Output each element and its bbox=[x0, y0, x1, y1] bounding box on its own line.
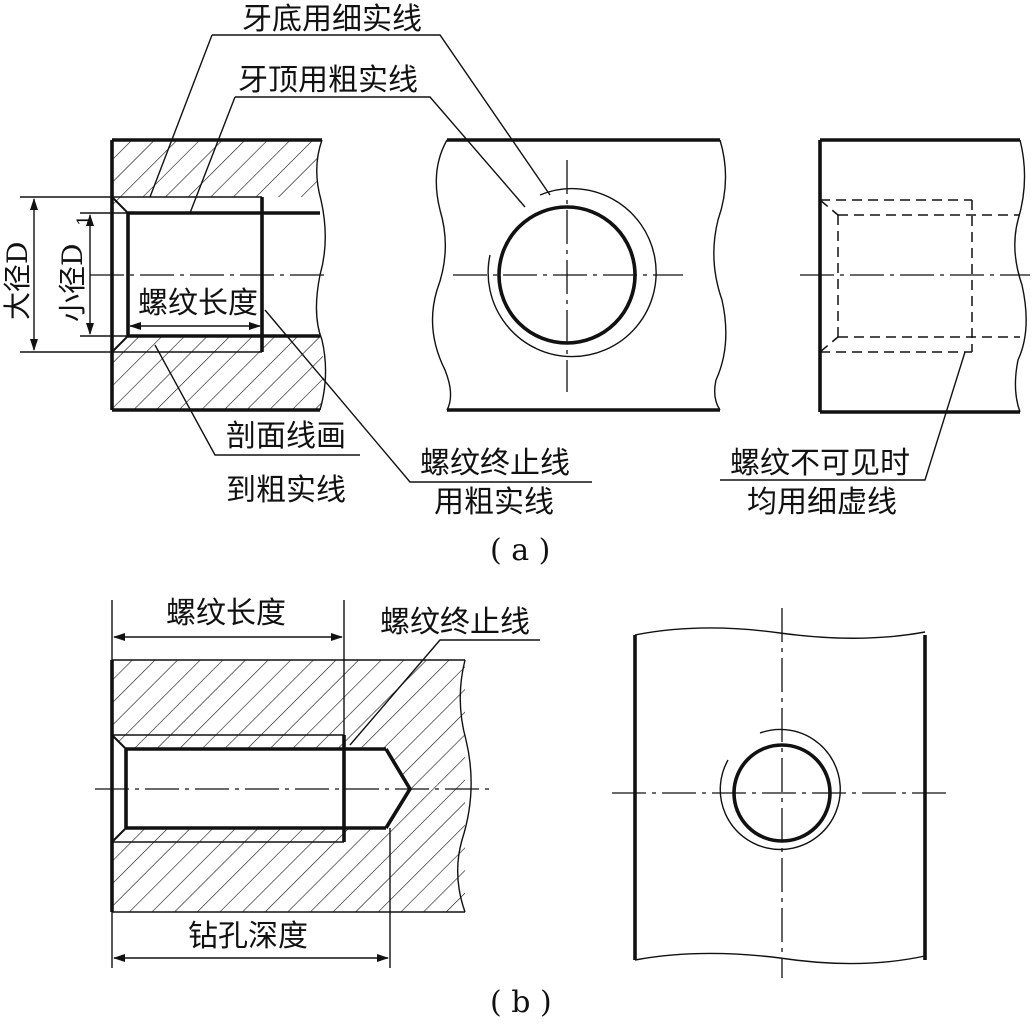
label-section-line-1: 剖面线画 bbox=[226, 419, 346, 454]
label-crest-thick: 牙顶用粗实线 bbox=[238, 63, 418, 98]
view-a-end bbox=[431, 138, 727, 412]
view-b-end bbox=[612, 608, 948, 978]
label-thread-end-1: 螺纹终止线 bbox=[420, 446, 570, 481]
caption-a: ( a ) bbox=[490, 533, 550, 568]
label-thread-end-b: 螺纹终止线 bbox=[380, 605, 530, 640]
major-arc bbox=[487, 187, 657, 358]
view-a-section bbox=[20, 138, 330, 412]
major-arc-b bbox=[719, 728, 841, 851]
hatch-top-block bbox=[112, 140, 322, 213]
label-thread-length-a: 螺纹长度 bbox=[138, 286, 258, 321]
leaders-a bbox=[149, 34, 966, 483]
label-root-thin: 牙底用细实线 bbox=[242, 2, 422, 37]
label-thread-length-b: 螺纹长度 bbox=[166, 596, 286, 631]
label-invisible-2: 均用细虚线 bbox=[747, 485, 897, 520]
label-thread-end-2: 用粗实线 bbox=[434, 485, 554, 520]
view-a-hidden bbox=[800, 138, 1030, 414]
label-minor-diameter: 小径D bbox=[56, 244, 89, 322]
caption-b: ( b ) bbox=[490, 985, 552, 1020]
label-major-diameter: 大径D bbox=[1, 242, 34, 320]
label-minor-subscript: 1 bbox=[74, 215, 95, 226]
hatch-b-top bbox=[112, 660, 465, 912]
label-drill-depth: 钻孔深度 bbox=[188, 919, 308, 954]
label-section-line-2: 到粗实线 bbox=[226, 473, 346, 508]
view-b-section bbox=[95, 600, 540, 968]
hatch-bottom-block bbox=[112, 336, 324, 410]
label-invisible-1: 螺纹不可见时 bbox=[730, 446, 910, 481]
